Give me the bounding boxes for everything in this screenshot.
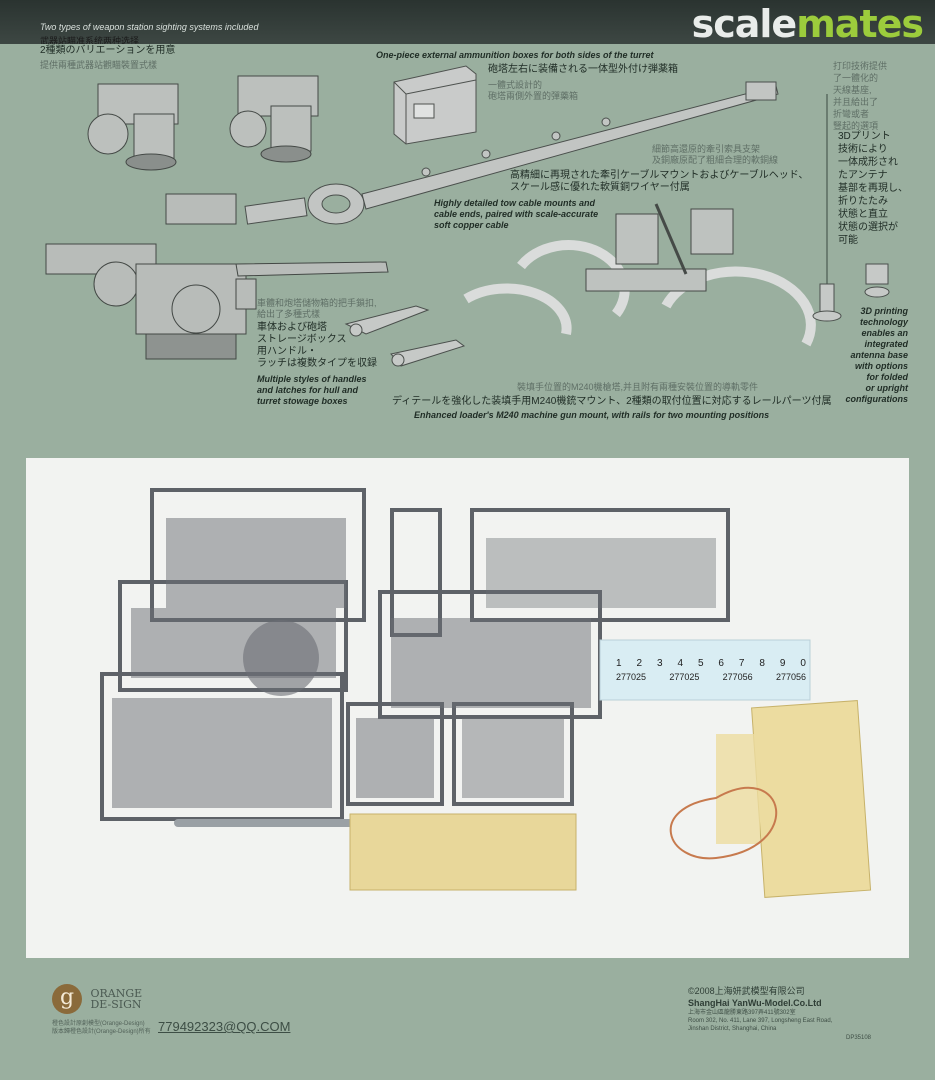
m240-mount-drawing	[585, 203, 734, 292]
tow-caption-jp: 高精細に再現された牽引ケーブルマウントおよびケーブルヘッド、	[510, 170, 809, 181]
header-bar	[0, 0, 935, 44]
tow-caption-en3: soft copper cable	[434, 220, 509, 230]
sight-drawing-1	[87, 83, 179, 171]
ammo-caption-cn: 一體式設計的	[488, 80, 543, 90]
copyright-block: ©2008上海妍武模型有限公司 ShangHai YanWu-Model.Co.…	[688, 986, 833, 1032]
antenna-caption-jp: 3Dプリント技術により一体成形されたアンテナ基部を再現し、折りたたみ状態と直立状…	[838, 131, 908, 246]
photo-etch-sheet-1	[349, 813, 577, 891]
handles-caption-en2: and latches for hull and	[257, 385, 359, 395]
sighting-caption-jp: 2種類のバリエーションを用意	[40, 45, 176, 56]
ammo-box-drawing	[393, 65, 477, 145]
antenna-drawing	[812, 94, 890, 322]
sighting-caption-cn2: 提供兩種武器站觀瞄裝置式樣	[40, 60, 158, 70]
m240-caption-en: Enhanced loader's M240 machine gun mount…	[414, 410, 770, 420]
sighting-caption-cn: 武器站瞄准系统两种选择	[40, 36, 140, 46]
parts-photo-drawing	[26, 458, 909, 958]
tow-caption-jp2: スケール感に優れた軟質銅ワイヤー付属	[510, 182, 690, 193]
tow-caption-en: Highly detailed tow cable mounts and	[434, 198, 596, 208]
footer-small-text: 橙色設計原創模型(Orange-Design) 版本歸橙色設計(Orange-D…	[52, 1021, 151, 1035]
resin-parts	[112, 518, 716, 808]
tow-cable-drawing	[244, 81, 779, 225]
site-logo[interactable]: scalemates	[691, 2, 924, 46]
handle-drawings	[344, 305, 466, 367]
photo-etch-sheet-2	[751, 699, 872, 898]
ammo-caption-cn2: 砲塔兩側外置的彈藥箱	[488, 91, 579, 101]
handles-caption-jp: 車体および砲塔	[257, 322, 327, 333]
handles-caption-cn2: 給出了多種式樣	[257, 309, 321, 319]
sighting-caption-en: Two types of weapon station sighting sys…	[40, 22, 259, 32]
decal-sheet	[599, 639, 811, 701]
feature-drawings	[26, 44, 909, 442]
handles-caption-cn: 車體和炮塔儲物箱的把手鎖扣,	[257, 298, 377, 308]
sight-drawing-2	[229, 75, 319, 163]
handles-caption-jp3: 用ハンドル・	[257, 346, 317, 357]
weapon-station-drawing	[45, 193, 389, 360]
tow-caption-cn2: 及銅廠原配了粗細合理的軟銅線	[652, 155, 779, 165]
handles-caption-jp2: ストレージボックス	[257, 334, 347, 345]
ammo-caption-en: One-piece external ammunition boxes for …	[376, 50, 654, 60]
logo-letter: g	[52, 984, 82, 1014]
handles-caption-en: Multiple styles of handles	[257, 374, 367, 384]
ammo-caption-jp: 砲塔左右に装備される一体型外付け弾薬箱	[488, 64, 678, 75]
m240-caption-jp: ディテールを強化した装填手用M240機銃マウント、2種類の取付位置に対応するレー…	[392, 396, 832, 407]
product-code: DP35108	[846, 1035, 872, 1041]
m240-caption-cn: 裝填手位置的M240機槍塔,并且附有兩種安裝位置的導軌零件	[517, 382, 759, 392]
antenna-caption-cn: 打印技術提供了一體化的天線基座,并且給出了折彎或者豎起的選項	[833, 61, 888, 131]
copper-wire	[669, 786, 778, 860]
qq-contact-link[interactable]: 779492323@QQ.COM	[158, 1019, 291, 1034]
tow-caption-cn: 細節高還原的牽引索具支架	[652, 144, 761, 154]
handles-caption-en3: turret stowage boxes	[257, 396, 348, 406]
handles-caption-jp4: ラッチは複数タイプを収録	[257, 358, 377, 369]
tow-caption-en2: cable ends, paired with scale-accurate	[434, 209, 599, 219]
